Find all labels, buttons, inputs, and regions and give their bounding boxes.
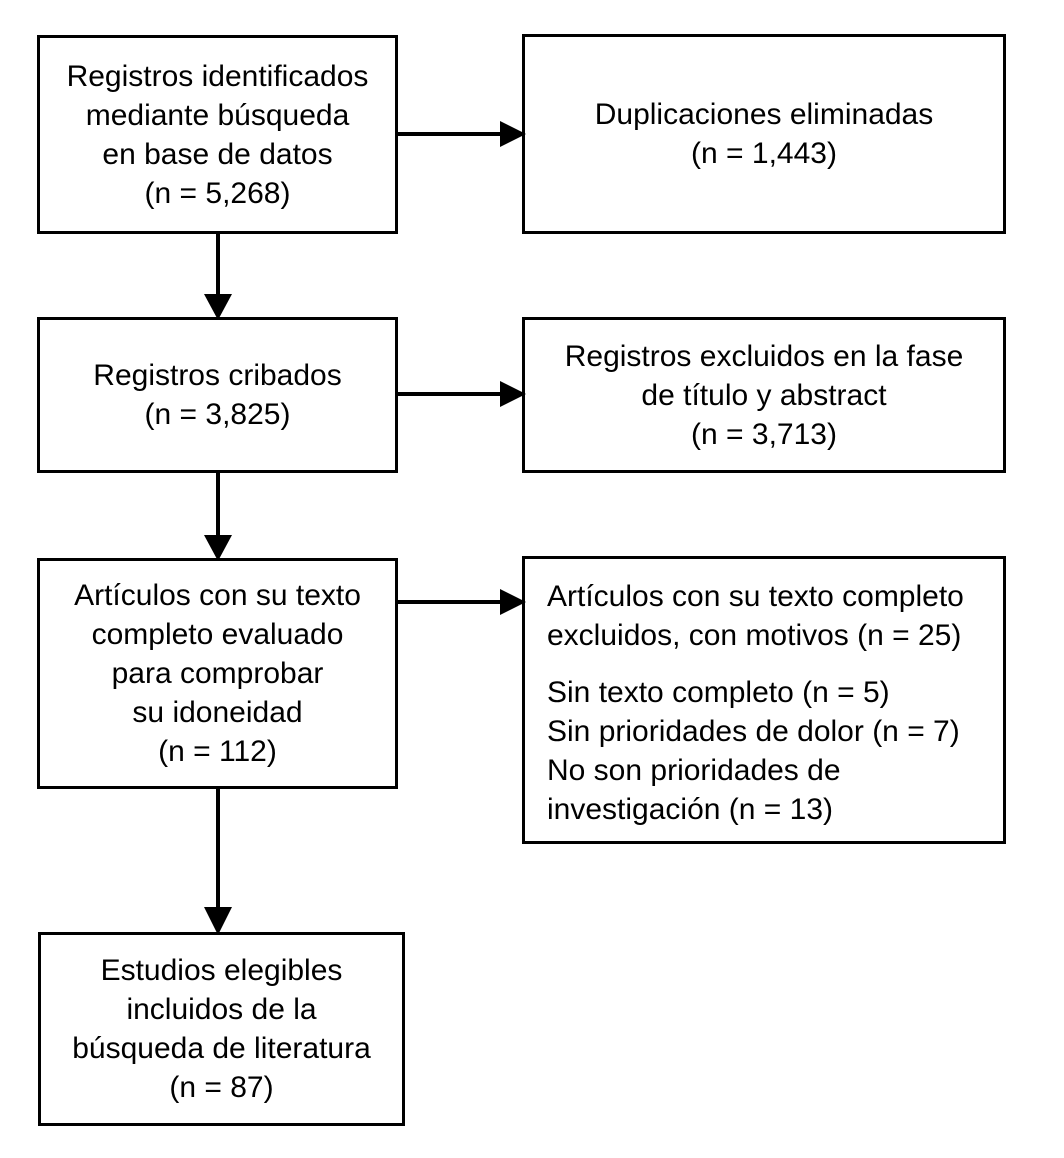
records-screened-count: (n = 3,825) [144, 398, 291, 431]
duplicates-removed-line-1: Duplicaciones eliminadas [594, 98, 934, 131]
fulltext-assessed-line-4: su idoneidad [132, 696, 303, 729]
studies-included-count: (n = 87) [169, 1071, 274, 1104]
arrow-fulltext-to-excluded-reasons-icon [396, 586, 526, 618]
fulltext-assessed-line-1: Artículos con su texto [74, 579, 361, 612]
fulltext-assessed-line-2: completo evaluado [91, 618, 344, 651]
fulltext-excluded-reason-2: Sin prioridades de dolor (n = 7) [547, 715, 960, 748]
records-identified-line-2: mediante búsqueda [85, 98, 350, 132]
records-identified-line-3: en base de datos [102, 137, 333, 171]
studies-included-line-2: incluidos de la [126, 993, 317, 1026]
fulltext-assessed-line-3: para comprobar [111, 657, 324, 690]
studies-included-line-3: búsqueda de literatura [72, 1032, 371, 1065]
box-fulltext-assessed: Artículos con su texto completo evaluado… [37, 558, 398, 789]
studies-included-line-1: Estudios elegibles [100, 954, 343, 987]
box-records-identified: Registros identificados mediante búsqued… [37, 35, 398, 234]
records-identified-count: (n = 5,268) [144, 176, 291, 210]
fulltext-assessed-count: (n = 112) [158, 735, 277, 768]
records-excluded-line-2: de título y abstract [641, 378, 887, 412]
records-identified-line-1: Registros identificados [66, 59, 369, 93]
arrow-identified-to-duplicates-icon [396, 118, 526, 150]
arrow-identified-to-screened-icon [200, 232, 236, 320]
fulltext-excluded-reason-3: No son prioridades de investigación (n =… [547, 754, 841, 826]
records-screened-line-1: Registros cribados [93, 359, 342, 392]
box-records-excluded-title-abstract: Registros excluidos en la fase de título… [522, 317, 1006, 473]
records-excluded-line-1: Registros excluidos en la fase [564, 339, 964, 373]
box-duplicates-removed: Duplicaciones eliminadas (n = 1,443) [522, 34, 1006, 234]
records-excluded-count: (n = 3,713) [691, 417, 837, 451]
box-studies-included: Estudios elegibles incluidos de la búsqu… [38, 932, 405, 1126]
arrow-fulltext-to-included-icon [200, 787, 236, 935]
arrow-screened-to-fulltext-icon [200, 471, 236, 561]
box-records-screened: Registros cribados (n = 3,825) [37, 317, 398, 473]
box-fulltext-excluded-with-reasons: Artículos con su texto completo excluido… [522, 556, 1006, 844]
arrow-screened-to-excluded-title-abstract-icon [396, 378, 526, 410]
fulltext-excluded-heading: Artículos con su texto completo excluido… [547, 580, 964, 652]
duplicates-removed-count: (n = 1,443) [691, 137, 837, 170]
fulltext-excluded-reason-1: Sin texto completo (n = 5) [547, 676, 890, 709]
